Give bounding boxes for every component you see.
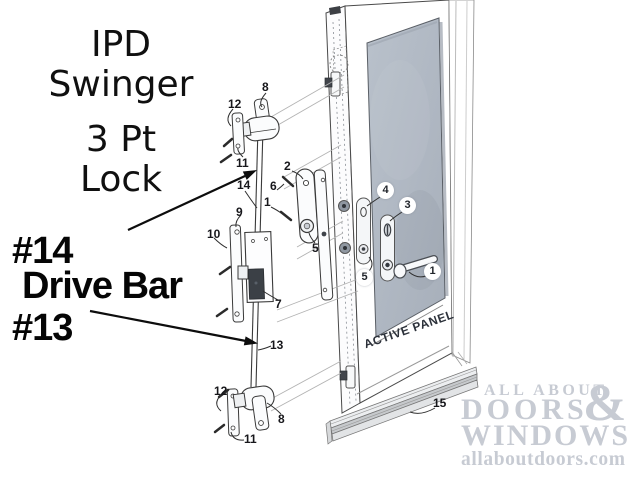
title-line-3: 3 Pt — [85, 119, 157, 160]
part-label-14: 14 — [237, 178, 251, 192]
part-label-12-bottom: 12 — [214, 384, 228, 398]
mounting-screws — [213, 137, 295, 434]
title-line-1: IPD — [90, 24, 152, 65]
part-label-11-bottom: 11 — [244, 432, 257, 446]
exploded-escutcheon — [295, 168, 334, 301]
title-line-4: Lock — [79, 159, 163, 200]
callout-leader-lines — [213, 92, 436, 441]
bottom-edge-latch — [339, 365, 356, 389]
door-right-frame — [448, 0, 475, 367]
part-label-8-top: 8 — [262, 80, 269, 94]
top-latch-assembly — [231, 98, 280, 155]
top-keeper — [329, 6, 341, 15]
watermark-line-all-about: ALL ABOUT — [484, 382, 608, 399]
callout-part13: #13 — [12, 307, 73, 349]
part-label-2: 2 — [284, 159, 291, 173]
lock-cylinder-bosses — [338, 200, 351, 254]
callout-part14: #14 — [12, 230, 73, 272]
part-label-13: 13 — [270, 338, 284, 352]
escutcheon-plate-inner — [380, 214, 395, 282]
door-panel — [324, 0, 475, 414]
lever-handle — [393, 255, 438, 279]
bottom-latch-assembly — [226, 385, 275, 437]
part-label-1: 1 — [264, 195, 271, 209]
watermark-url: allaboutdoors.com — [461, 449, 626, 470]
part-label-11-top: 11 — [236, 156, 249, 170]
title-line-2: Swinger — [48, 64, 194, 105]
circled-label-5: 5 — [356, 269, 373, 286]
part-label-9: 9 — [236, 205, 243, 219]
circled-label-1: 1 — [424, 263, 441, 280]
part-label-5: 5 — [312, 241, 319, 255]
threshold-sill — [325, 366, 479, 445]
circled-label-3: 3 — [399, 197, 416, 214]
annotation-arrow-14 — [127, 170, 257, 231]
circled-label-4: 4 — [377, 182, 394, 199]
part-label-15: 15 — [433, 396, 447, 410]
watermark-ampersand: & — [583, 375, 627, 432]
annotation-arrow-13 — [89, 309, 258, 346]
part-label-8-bottom: 8 — [278, 412, 285, 426]
escutcheon-plate-outer — [356, 197, 371, 265]
callout-drive-bar: Drive Bar — [22, 265, 183, 307]
part-label-7: 7 — [275, 297, 282, 311]
part-label-10: 10 — [207, 227, 221, 241]
watermark-line-windows: WINDOWS — [461, 419, 631, 452]
watermark-line-doors: DOORS — [461, 393, 588, 426]
mortise-lock-body — [229, 224, 274, 323]
part-label-6: 6 — [270, 179, 277, 193]
part-label-12-top: 12 — [228, 97, 242, 111]
